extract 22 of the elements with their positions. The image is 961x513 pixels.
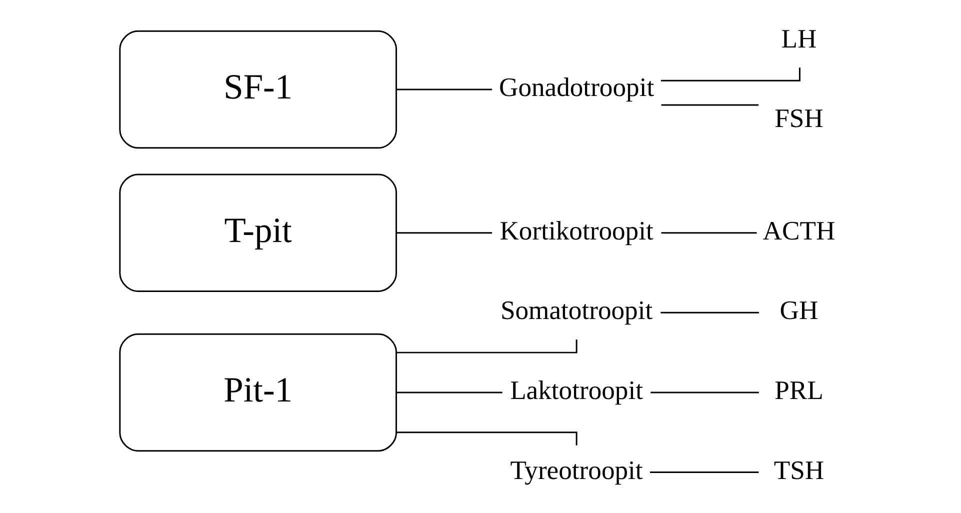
node-text: GH xyxy=(780,295,818,326)
connector xyxy=(661,104,759,106)
node-text: Somatotroopit xyxy=(500,295,653,326)
connector xyxy=(650,472,759,473)
node-text: PRL xyxy=(774,374,824,405)
node-text: ACTH xyxy=(762,215,836,246)
node-box: SF-1 xyxy=(119,30,397,149)
node-text: Gonadotroopit xyxy=(499,72,654,102)
node-box: Pit-1 xyxy=(119,333,397,452)
connector xyxy=(396,88,492,90)
node-box: T-pit xyxy=(119,174,397,292)
node-text: Laktotroopit xyxy=(510,374,644,405)
node-text: TSH xyxy=(774,454,824,485)
node-text: FSH xyxy=(774,103,824,134)
connector xyxy=(396,232,492,234)
connector xyxy=(661,232,757,234)
connector xyxy=(650,392,759,394)
connector xyxy=(396,392,502,394)
connector xyxy=(660,312,759,314)
node-text: LH xyxy=(781,23,817,54)
node-text: Tyreotroopit xyxy=(510,454,643,485)
node-text: Kortikotroopit xyxy=(500,215,654,246)
